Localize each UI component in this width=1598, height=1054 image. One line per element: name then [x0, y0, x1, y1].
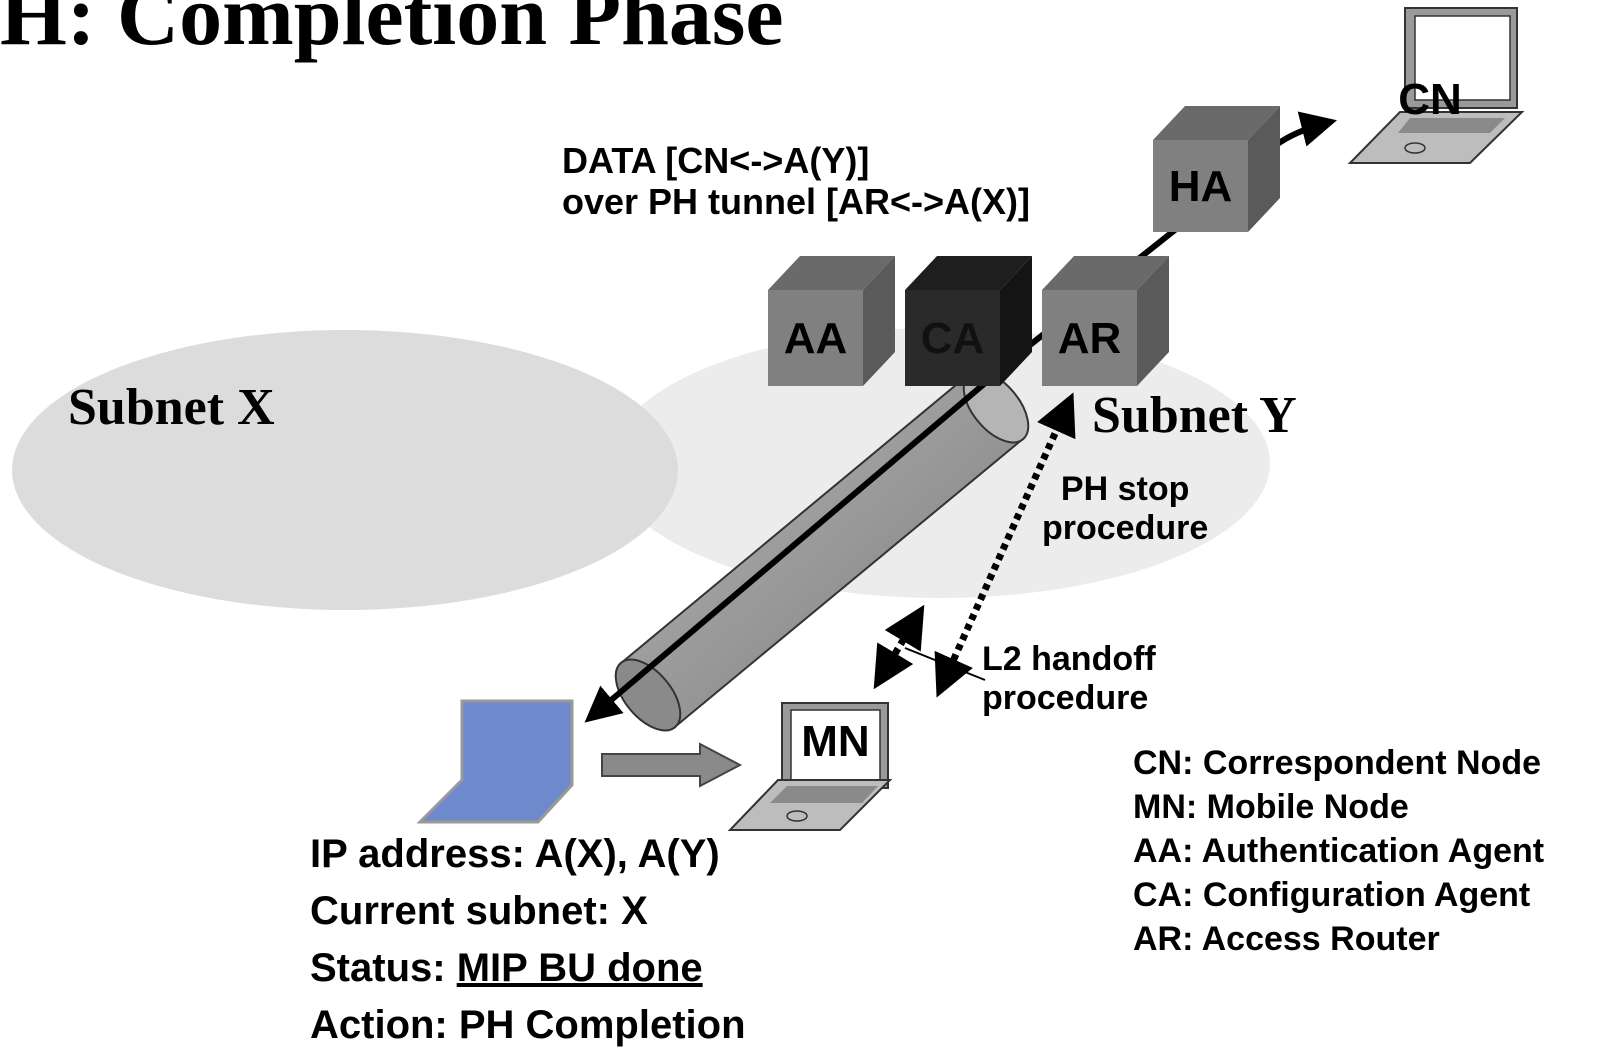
legend-item: CA: Configuration Agent: [1133, 876, 1531, 914]
ip-address-text: IP address: A(X), A(Y): [310, 832, 720, 876]
aa-label: AA: [783, 314, 848, 363]
status-label: Status:: [310, 946, 457, 990]
mn-label: MN: [801, 717, 870, 766]
current-subnet-text: Current subnet: X: [310, 889, 648, 933]
ha-cube: [1153, 106, 1280, 232]
ca-label: CA: [920, 314, 985, 363]
legend-item: CN: Correspondent Node: [1133, 744, 1541, 782]
subnet-x-area: [12, 330, 678, 610]
l2-handoff-arrow: [873, 604, 925, 690]
legend-item: AR: Access Router: [1133, 920, 1440, 958]
legend: CN: Correspondent Node MN: Mobile Node A…: [1133, 741, 1544, 961]
cn-label: CN: [1398, 75, 1462, 124]
ph-stop-arrow: [934, 392, 1076, 698]
ca-cube: [905, 256, 1032, 386]
ha-label: HA: [1168, 162, 1233, 211]
data-label-line1: DATA [CN<->A(Y)]: [562, 140, 870, 181]
aa-cube: [768, 256, 895, 386]
ph-stop-line1: PH stop: [1060, 470, 1190, 508]
data-label-line2: over PH tunnel [AR<->A(X)]: [562, 181, 1031, 223]
legend-item: AA: Authentication Agent: [1133, 832, 1545, 870]
subnet-y-label: Subnet Y: [1092, 387, 1297, 444]
ar-label: AR: [1057, 314, 1122, 363]
ph-stop-line2: procedure: [1042, 509, 1209, 548]
l2-handoff-label: L2 handoff procedure: [982, 640, 1156, 718]
status-text: Status: MIP BU done: [310, 940, 746, 997]
l2-handoff-line1: L2 handoff: [982, 640, 1156, 678]
cn-laptop: [1347, 7, 1525, 164]
move-arrow: [601, 742, 743, 788]
mn-laptop: [727, 702, 893, 831]
subnet-x-label: Subnet X: [68, 379, 275, 436]
l2-handoff-line2: procedure: [982, 679, 1149, 718]
ph-stop-label: PH stop procedure: [1042, 470, 1208, 548]
action-text: Action: PH Completion: [310, 1003, 746, 1047]
l2-handoff-pointer: [904, 647, 986, 681]
ar-cube: [1042, 256, 1169, 386]
legend-item: MN: Mobile Node: [1133, 788, 1409, 826]
status-value: MIP BU done: [456, 946, 703, 990]
data-label: DATA [CN<->A(Y)] over PH tunnel [AR<->A(…: [562, 140, 1030, 223]
page-title: H: Completion Phase: [0, 0, 784, 63]
previous-laptop: [416, 699, 574, 824]
mn-info-block: IP address: A(X), A(Y) Current subnet: X…: [310, 826, 746, 1054]
